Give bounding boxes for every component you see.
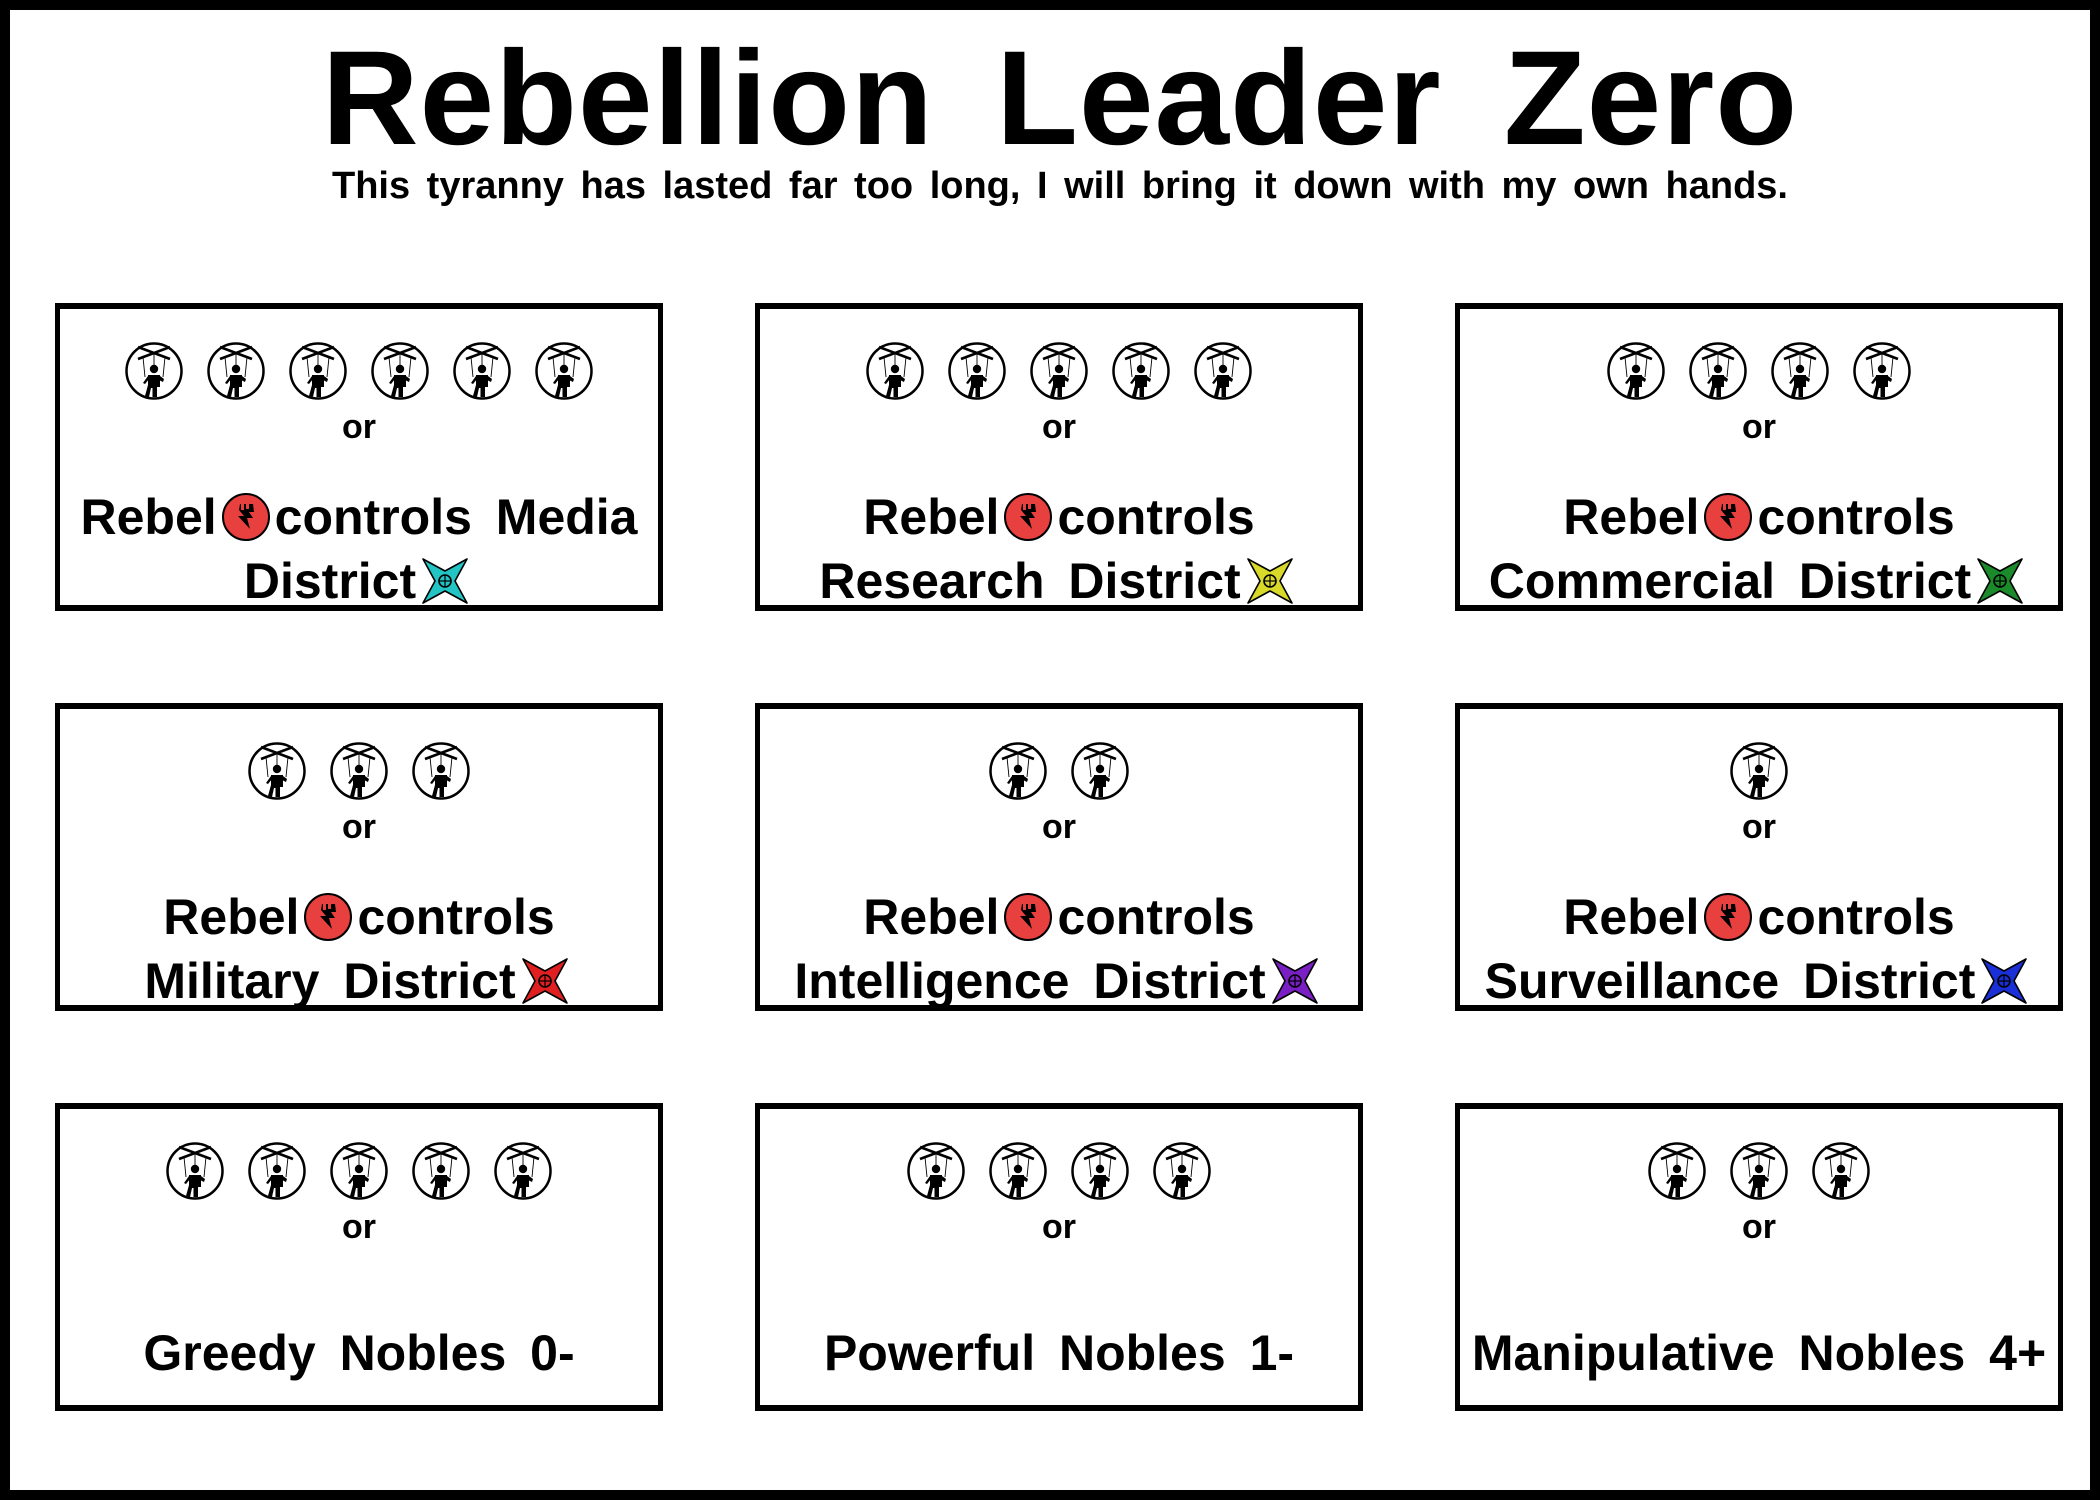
puppet-icon <box>247 1141 307 1201</box>
or-label: or <box>342 408 376 446</box>
rebel-fist-icon <box>1003 492 1053 542</box>
condition-text: Greedy Nobles 0- <box>143 1325 575 1381</box>
district-star-icon <box>1979 956 2029 1006</box>
puppet-icon <box>1729 1141 1789 1201</box>
or-label: or <box>1042 808 1076 846</box>
objective-card-greedy-nobles: or Greedy Nobles 0- <box>55 1103 663 1411</box>
condition-text: Rebel controls Media District <box>80 489 638 609</box>
puppet-icon <box>206 341 266 401</box>
or-label: or <box>1042 1208 1076 1246</box>
puppet-icon <box>370 341 430 401</box>
token-row <box>1455 741 2063 801</box>
or-label: or <box>1742 1208 1776 1246</box>
puppet-icon <box>1606 341 1666 401</box>
token-row <box>55 741 663 801</box>
rebel-fist-icon <box>303 892 353 942</box>
puppet-icon <box>1152 1141 1212 1201</box>
puppet-icon <box>865 341 925 401</box>
rebel-fist-icon <box>221 492 271 542</box>
condition-text: Powerful Nobles 1- <box>823 1325 1295 1381</box>
objective-card-surveillance: or Rebel controls Surveillance District <box>1455 703 2063 1011</box>
condition-text: Rebel controls Surveillance District <box>1455 885 2063 1013</box>
condition-text: Rebel controls Intelligence District <box>755 885 1363 1013</box>
district-star-icon <box>1975 556 2025 606</box>
puppet-icon <box>1070 741 1130 801</box>
objective-card-intelligence: or Rebel controls Intelligence District <box>755 703 1363 1011</box>
rebel-fist-icon <box>1003 892 1053 942</box>
puppet-icon <box>988 741 1048 801</box>
puppet-icon <box>1729 741 1789 801</box>
condition-text: Rebel controls Research District <box>755 485 1363 613</box>
puppet-icon <box>1193 341 1253 401</box>
condition-text: Manipulative Nobles 4+ <box>1471 1325 2047 1381</box>
page-title: Rebellion Leader Zero <box>321 24 1799 173</box>
rebel-fist-icon <box>1703 892 1753 942</box>
or-label: or <box>1742 808 1776 846</box>
page-subtitle: This tyranny has lasted far too long, I … <box>332 165 1788 207</box>
token-row <box>755 341 1363 401</box>
or-label: or <box>342 1208 376 1246</box>
objective-card-commercial: or Rebel controls Commercial District <box>1455 303 2063 611</box>
puppet-icon <box>1852 341 1912 401</box>
puppet-icon <box>124 341 184 401</box>
condition-text: Rebel controls Military District <box>55 885 663 1013</box>
token-row <box>1455 341 2063 401</box>
puppet-icon <box>411 741 471 801</box>
puppet-icon <box>947 341 1007 401</box>
token-row <box>755 741 1363 801</box>
district-star-icon <box>1270 956 1320 1006</box>
puppet-icon <box>1647 1141 1707 1201</box>
puppet-icon <box>1811 1141 1871 1201</box>
puppet-icon <box>906 1141 966 1201</box>
puppet-icon <box>411 1141 471 1201</box>
district-star-icon <box>420 556 470 606</box>
district-star-icon <box>520 956 570 1006</box>
or-label: or <box>342 808 376 846</box>
objective-card-manipulative-nobles: or Manipulative Nobles 4+ <box>1455 1103 2063 1411</box>
objective-card-military: or Rebel controls Military District <box>55 703 663 1011</box>
puppet-icon <box>329 1141 389 1201</box>
token-row <box>55 1141 663 1201</box>
puppet-icon <box>247 741 307 801</box>
puppet-icon <box>1029 341 1089 401</box>
puppet-icon <box>1111 341 1171 401</box>
or-label: or <box>1042 408 1076 446</box>
token-row <box>755 1141 1363 1201</box>
condition-text: Rebel controls Commercial District <box>1455 485 2063 613</box>
puppet-icon <box>329 741 389 801</box>
objective-card-media: or Rebel controls Media District <box>55 303 663 611</box>
puppet-icon <box>493 1141 553 1201</box>
or-label: or <box>1742 408 1776 446</box>
token-row <box>1455 1141 2063 1201</box>
token-row <box>55 341 663 401</box>
puppet-icon <box>452 341 512 401</box>
puppet-icon <box>165 1141 225 1201</box>
puppet-icon <box>1770 341 1830 401</box>
puppet-icon <box>534 341 594 401</box>
rebel-fist-icon <box>1703 492 1753 542</box>
puppet-icon <box>288 341 348 401</box>
puppet-icon <box>1070 1141 1130 1201</box>
puppet-icon <box>988 1141 1048 1201</box>
district-star-icon <box>1245 556 1295 606</box>
objective-card-powerful-nobles: or Powerful Nobles 1- <box>755 1103 1363 1411</box>
puppet-icon <box>1688 341 1748 401</box>
objective-card-research: or Rebel controls Research District <box>755 303 1363 611</box>
